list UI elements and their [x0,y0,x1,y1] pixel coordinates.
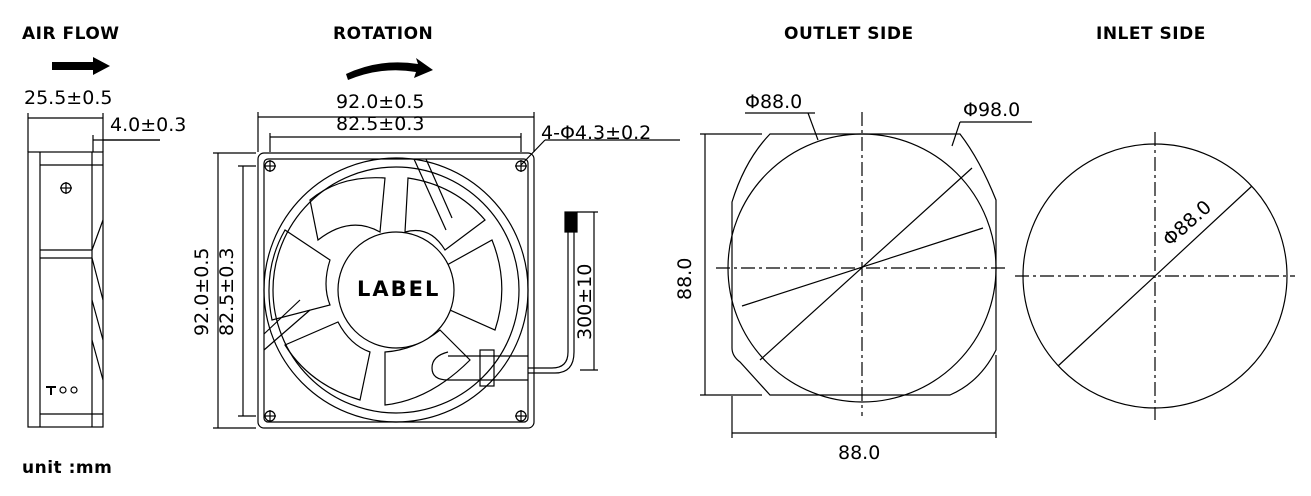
outlet-height-dimension: 88.0 [674,257,696,300]
inlet-view [1015,132,1295,420]
hole-width-dimension: 82.5±0.3 [336,113,425,135]
outlet-view [700,112,1032,438]
flange-dimension: 4.0±0.3 [110,114,187,136]
outer-width-dimension: 92.0±0.5 [336,91,425,113]
side-view [27,113,160,428]
inlet-side-heading: INLET SIDE [1096,24,1206,44]
outlet-inner-diameter: Φ88.0 [745,91,803,113]
front-view [213,112,680,429]
hub-label: LABEL [357,277,441,301]
outer-height-dimension: 92.0±0.5 [191,247,213,336]
hole-spec-label: 4-Φ4.3±0.2 [541,122,652,144]
outlet-outer-diameter: Φ98.0 [963,99,1021,121]
depth-dimension: 25.5±0.5 [24,87,113,109]
hole-height-dimension: 82.5±0.3 [216,247,238,336]
air-flow-arrow-icon [52,57,110,75]
rotation-arrow-icon [346,58,433,80]
air-flow-heading: AIR FLOW [22,24,120,44]
outlet-side-heading: OUTLET SIDE [784,24,914,44]
rotation-heading: ROTATION [333,24,434,44]
lead-length-dimension: 300±10 [574,263,596,340]
outlet-width-dimension: 88.0 [838,442,881,464]
unit-label: unit :mm [22,458,113,478]
